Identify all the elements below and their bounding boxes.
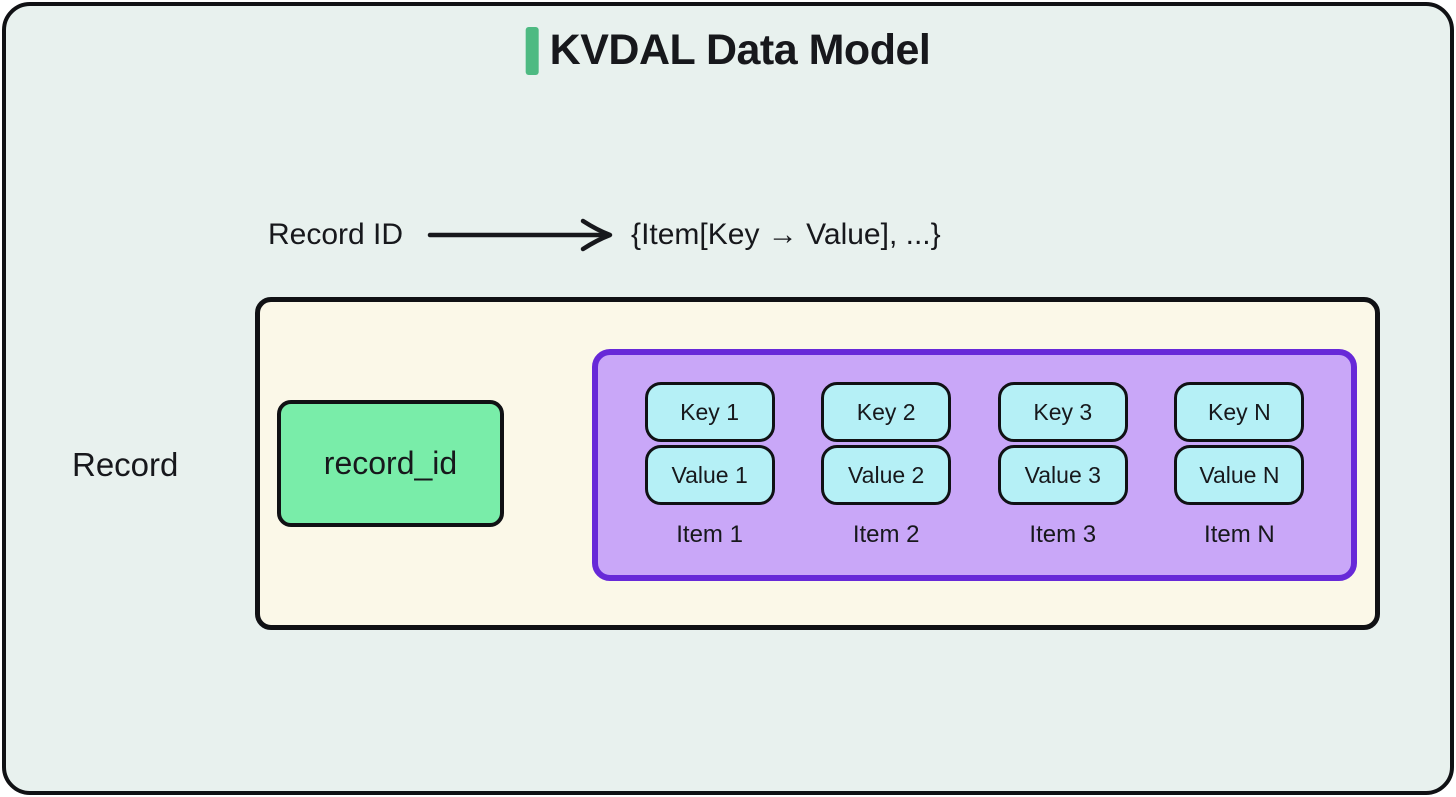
diagram-header: KVDAL Data Model (525, 26, 931, 75)
diagram-title: KVDAL Data Model (549, 26, 931, 74)
items-container: Key 1 Value 1 Item 1 Key 2 Value 2 Item … (592, 349, 1357, 581)
item-column-2: Key 2 Value 2 Item 2 (821, 382, 952, 575)
item-label-2: Item 2 (852, 521, 920, 548)
record-box: record_id Key 1 Value 1 Item 1 Key 2 Val… (255, 297, 1380, 630)
item-column-3: Key 3 Value 3 Item 3 (997, 382, 1128, 575)
record-label: Record (72, 446, 179, 483)
title-accent-bar (525, 26, 539, 75)
key-cell-2-label: Key 2 (856, 398, 916, 425)
key-cell-1-label: Key 1 (680, 398, 739, 425)
value-cell-2-label: Value 2 (848, 461, 925, 488)
mapping-source-label: Record ID (268, 218, 404, 251)
value-cell-1-label: Value 1 (671, 461, 748, 488)
item-column-1: Key 1 Value 1 Item 1 (644, 382, 775, 575)
key-cell-3-label: Key 3 (1033, 398, 1093, 425)
key-cell-2: Key 2 (821, 382, 952, 442)
record-id-label: record_id (323, 445, 458, 481)
item-label-3: Item 3 (1029, 521, 1097, 548)
record-id-box: record_id (277, 400, 504, 527)
value-cell-2: Value 2 (821, 445, 952, 505)
mapping-expression: Record ID {Item[Key → Value], ...} (268, 210, 941, 260)
item-label-1: Item 1 (676, 521, 743, 548)
key-cell-1: Key 1 (644, 382, 775, 442)
value-cell-1: Value 1 (644, 445, 775, 505)
value-cell-3: Value 3 (997, 445, 1128, 505)
value-cell-n-label: Value N (1199, 461, 1280, 488)
key-cell-n-label: Key N (1208, 398, 1271, 425)
key-cell-3: Key 3 (997, 382, 1128, 442)
value-cell-n: Value N (1174, 445, 1305, 505)
key-cell-n: Key N (1174, 382, 1305, 442)
item-label-n: Item N (1204, 521, 1275, 548)
arrow-right-icon (427, 218, 613, 252)
item-column-n: Key N Value N Item N (1174, 382, 1305, 575)
mapping-target-expression: {Item[Key → Value], ...} (631, 218, 941, 251)
value-cell-3-label: Value 3 (1024, 461, 1101, 488)
